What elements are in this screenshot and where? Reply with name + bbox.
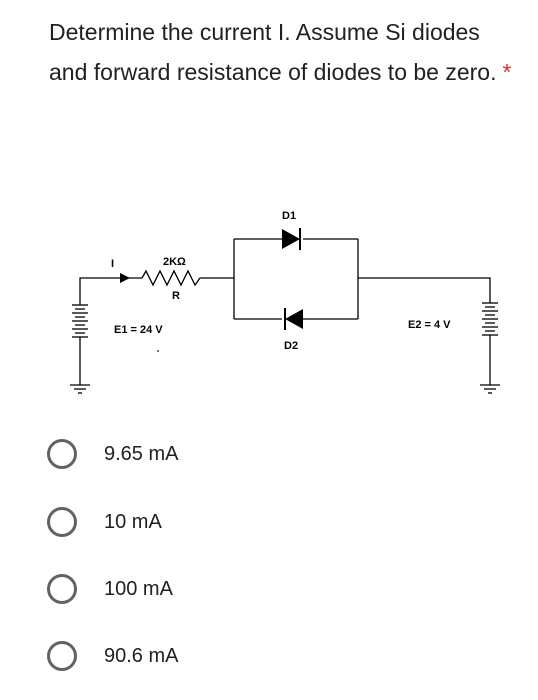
option-1[interactable]: 9.65 mA	[47, 434, 178, 474]
current-arrow-icon	[120, 273, 130, 283]
radio-button[interactable]	[47, 439, 77, 469]
current-label: I	[111, 258, 114, 270]
diode2-label: D2	[284, 340, 298, 352]
source2-label: E2 = 4 V	[408, 319, 451, 331]
diode-parallel-block	[233, 238, 359, 320]
diode1-label: D1	[282, 210, 296, 222]
option-3[interactable]: 100 mA	[47, 569, 173, 609]
option-label: 9.65 mA	[104, 442, 179, 465]
option-label: 10 mA	[104, 510, 162, 533]
option-label: 90.6 mA	[104, 644, 179, 667]
option-label: 100 mA	[104, 577, 173, 600]
radio-button[interactable]	[47, 641, 77, 671]
diode-d1-symbol	[282, 228, 301, 250]
resistor-label: R	[172, 290, 180, 302]
question-title: Determine the current I. Assume Si diode…	[49, 12, 519, 92]
battery-e1-symbol	[70, 281, 90, 394]
radio-button[interactable]	[47, 507, 77, 537]
required-asterisk: *	[502, 59, 512, 85]
diode-d2-symbol	[284, 308, 303, 330]
wire-right-top	[358, 277, 491, 303]
source1-label: E1 = 24 V	[114, 324, 163, 336]
option-2[interactable]: 10 mA	[47, 502, 162, 542]
resistor-value-label: 2KΩ	[163, 256, 186, 268]
radio-button[interactable]	[47, 574, 77, 604]
question-text: Determine the current I. Assume Si diode…	[49, 19, 497, 85]
stray-dot	[157, 350, 159, 352]
option-4[interactable]: 90.6 mA	[47, 636, 178, 676]
wire-left-top	[79, 277, 142, 281]
resistor-symbol	[141, 269, 234, 287]
circuit-diagram: I 2KΩ R E1 = 24 V E2 = 4 V D1 D2	[70, 210, 500, 394]
battery-e2-symbol	[480, 302, 500, 394]
